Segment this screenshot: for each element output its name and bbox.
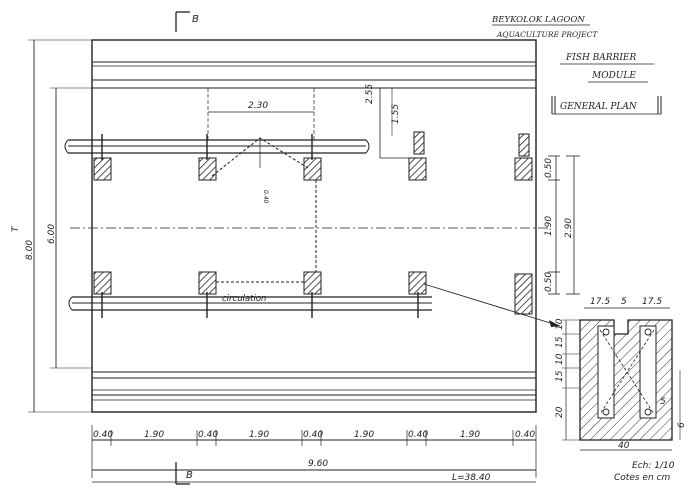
pile-bottom-3 [303, 271, 322, 295]
detail-left-dim-1: 10 [555, 318, 565, 330]
pile-top-2 [198, 157, 217, 181]
dim-spacing: 2.30 [207, 88, 315, 140]
total-length-label: 9.60 [308, 459, 328, 469]
post-top-5 [518, 133, 530, 157]
dim-width-outer-prefix: T [11, 225, 21, 232]
detail-block [579, 319, 673, 441]
detail-scale-line1: Ech: 1/10 [632, 461, 675, 471]
detail-left-dim-3: 10 [555, 353, 565, 365]
upper-walkway [64, 139, 370, 154]
pile-bottom-2 [198, 271, 217, 295]
dim-width-inner-label: 6.00 [47, 224, 57, 244]
dim-right-290-label: 2.90 [564, 218, 574, 238]
section-label-bottom: B [186, 470, 193, 481]
plan-label: GENERAL PLAN [560, 102, 638, 112]
pile-bottom-5 [514, 273, 533, 315]
bottom-dim-4: 1.90 [249, 430, 269, 440]
post-top-4 [413, 131, 425, 155]
detail-left-dim-5: 20 [555, 406, 565, 418]
dim-top-b-label: 1.55 [391, 104, 401, 124]
dim-top-verticals: 2.55 1.55 [365, 84, 410, 159]
bottom-dim-8: 1.90 [460, 430, 480, 440]
net-outline: 0.40 [211, 137, 317, 283]
detail-top-dim-1: 17.5 [590, 297, 610, 307]
small-note: 0.40 [262, 190, 269, 204]
detail-left-dim-4: 15 [555, 370, 565, 382]
dim-right-190-label: 1.90 [544, 216, 554, 236]
section-marker-top: B [175, 11, 199, 32]
dim-right-050-bot-label: 0.50 [544, 272, 554, 292]
piles [93, 131, 533, 318]
pile-top-5 [514, 157, 533, 181]
detail-top-dim-3: 17.5 [642, 297, 662, 307]
section-marker-bottom: B [175, 462, 193, 485]
bottom-dim-6: 1.90 [354, 430, 374, 440]
pile-detail: 17.5 5 17.5 5 10 15 10 15 20 6 40 Ec [555, 297, 687, 483]
bottom-dim-1: 0.40 [93, 430, 113, 440]
detail-top-dim-2: 5 [621, 297, 627, 307]
plan-outline [28, 39, 548, 413]
detail-left-dim-2: 15 [555, 336, 565, 348]
detail-inner-note: 5 [660, 397, 666, 407]
title-block: BEYKOLOK LAGOON AQUACULTURE PROJECT FISH… [491, 15, 662, 115]
dim-width-outer-label: 8.00 [25, 240, 35, 260]
detail-leader [423, 283, 561, 327]
pile-bottom-1 [93, 271, 112, 295]
pile-top-1 [93, 157, 112, 181]
bottom-dim-7: 0.40 [408, 430, 428, 440]
dim-spacing-label: 2.30 [248, 101, 268, 111]
section-label-top: B [192, 14, 199, 25]
dim-top-a-label: 2.55 [365, 84, 375, 104]
detail-bottom-dim: 40 [618, 441, 630, 451]
pile-top-4 [408, 157, 427, 181]
pile-top-3 [303, 157, 322, 181]
bottom-dim-5: 0.40 [303, 430, 323, 440]
project-line-1: BEYKOLOK LAGOON [491, 15, 585, 25]
subject-line-2: MODULE [591, 71, 636, 81]
pile-bottom-4 [408, 271, 427, 295]
lower-walkway: circulation [68, 294, 432, 311]
subject-line-1: FISH BARRIER [565, 53, 636, 63]
detail-scale-line2: Cotes en cm [614, 473, 670, 483]
circulation-label: circulation [222, 294, 266, 304]
dim-bottom: 0.40 1.90 0.40 1.90 0.40 1.90 0.40 1.90 … [91, 425, 537, 483]
dim-right-050-top-label: 0.50 [544, 158, 554, 178]
bottom-dim-3: 0.40 [198, 430, 218, 440]
bottom-dim-9: 0.40 [515, 430, 535, 440]
grand-length-label: L=38.40 [452, 473, 491, 483]
detail-right-note: 6 [677, 422, 687, 428]
dim-right: 0.50 1.90 0.50 2.90 [544, 155, 580, 295]
bottom-dim-2: 1.90 [144, 430, 164, 440]
dim-left: T 8.00 6.00 [11, 40, 57, 412]
project-line-2: AQUACULTURE PROJECT [496, 30, 598, 39]
